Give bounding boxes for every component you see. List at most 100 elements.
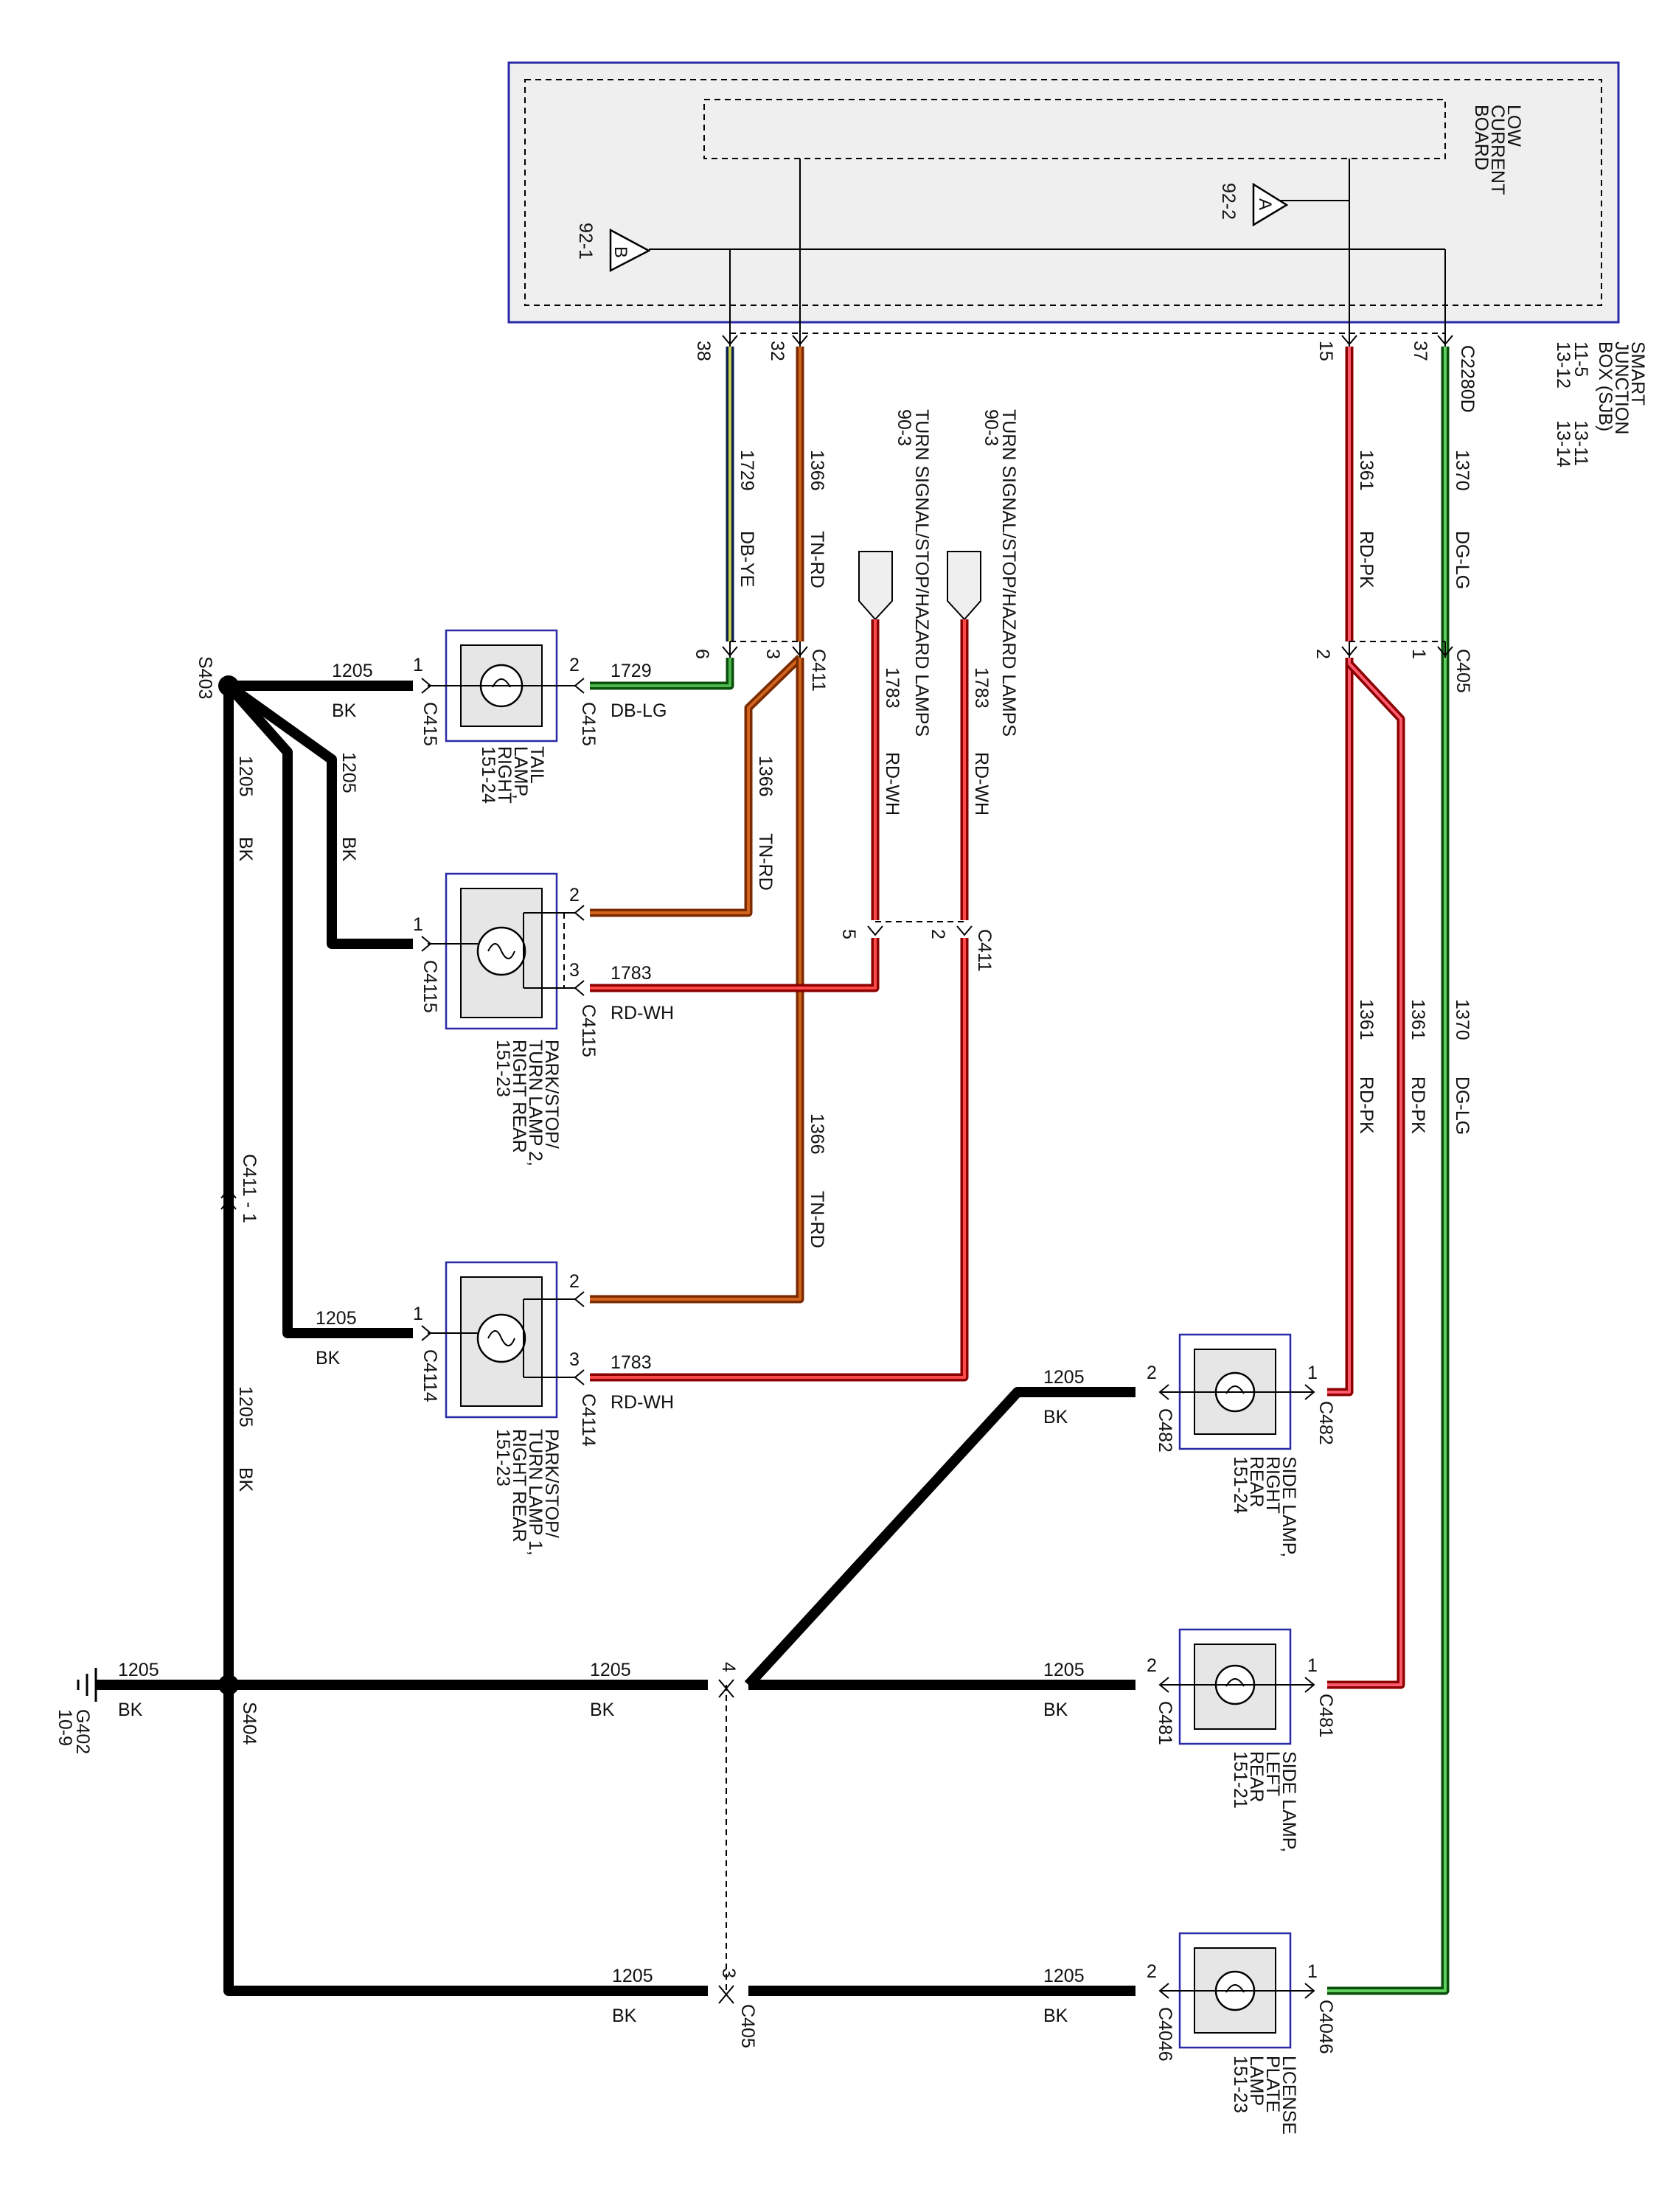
svg-text:2: 2 [1147, 1363, 1157, 1383]
svg-text:5: 5 [838, 929, 859, 939]
svg-text:C405: C405 [737, 2004, 758, 2048]
svg-text:151-24: 151-24 [1230, 1456, 1251, 1514]
svg-text:1729: 1729 [611, 661, 652, 681]
svg-text:TURN SIGNAL/STOP/HAZARD LAMPS: TURN SIGNAL/STOP/HAZARD LAMPS [911, 409, 932, 737]
wire-1370-dg-lg [1327, 347, 1450, 1995]
svg-text:1366: 1366 [807, 450, 827, 491]
svg-text:1361: 1361 [1356, 450, 1377, 491]
svg-text:BK: BK [118, 1700, 143, 1720]
wire-1366-tn-rd-lamp2 [590, 655, 803, 917]
wire-1361-rd-pk-side [1327, 658, 1405, 1689]
svg-text:DG-LG: DG-LG [1452, 531, 1472, 589]
svg-text:C4046: C4046 [1155, 2007, 1175, 2062]
svg-text:REAR: REAR [1246, 1456, 1267, 1507]
gate-a-symbol: A [1252, 182, 1289, 227]
low-current-board-boundary [703, 99, 1446, 159]
svg-text:2: 2 [1312, 649, 1333, 659]
svg-text:1: 1 [1307, 1363, 1318, 1383]
svg-text:1205: 1205 [332, 661, 373, 681]
svg-text:1783: 1783 [611, 963, 652, 984]
svg-text:90-3: 90-3 [981, 409, 1001, 446]
svg-text:13-14: 13-14 [1553, 420, 1573, 467]
svg-text:1729: 1729 [737, 450, 757, 491]
svg-text:151-24: 151-24 [478, 746, 498, 804]
c411-connector-top: 6 3 C411 [692, 641, 829, 692]
ground-wires-bk [96, 681, 1135, 1996]
svg-text:13-12: 13-12 [1553, 341, 1573, 389]
park-stop-turn-lamp-2-right-rear[interactable]: 1 2 3 C4115 C4115 PARK/STOP/ TURN LAMP 2… [413, 872, 599, 1166]
svg-text:BK: BK [235, 1467, 256, 1492]
svg-text:BK: BK [612, 2006, 637, 2026]
license-plate-lamp[interactable]: 2 1 C4046 C4046 LICENSE PLATE LAMP 151-2… [1147, 1932, 1336, 2135]
svg-text:C4115: C4115 [578, 1004, 599, 1057]
svg-text:2: 2 [569, 885, 580, 905]
svg-text:1366: 1366 [755, 756, 776, 797]
svg-text:G402: G402 [72, 1709, 93, 1754]
c405-connector-bottom: 4 3 C405 [718, 1662, 758, 2048]
svg-text:90-3: 90-3 [894, 409, 914, 446]
svg-text:3: 3 [569, 960, 580, 981]
park-stop-turn-lamp-1-right-rear[interactable]: 1 2 3 C4114 C4114 PARK/STOP/ TURN LAMP 1… [413, 1261, 599, 1556]
svg-text:C482: C482 [1155, 1408, 1175, 1453]
svg-text:1: 1 [413, 1304, 423, 1324]
smart-junction-box: LOW CURRENT BOARD A 92-2 B 92-1 SMART JU… [507, 61, 1648, 467]
svg-text:C4115: C4115 [420, 960, 440, 1013]
svg-text:C411: C411 [808, 649, 829, 692]
svg-text:C415: C415 [578, 702, 599, 746]
svg-text:CURRENT: CURRENT [1487, 105, 1508, 195]
svg-text:RD-WH: RD-WH [971, 752, 992, 815]
svg-text:1205: 1205 [1043, 1966, 1085, 1986]
svg-text:RD-PK: RD-PK [1356, 1077, 1377, 1134]
svg-text:2: 2 [569, 1271, 580, 1292]
sjb-pin-15: 15 [1315, 341, 1336, 361]
svg-text:LOW: LOW [1503, 105, 1524, 147]
svg-text:RD-WH: RD-WH [611, 1003, 674, 1023]
svg-text:TURN LAMP 1,: TURN LAMP 1, [525, 1429, 546, 1556]
c411-connector-mid: 5 2 C411 [838, 921, 995, 972]
svg-text:DB-YE: DB-YE [737, 531, 757, 587]
gate-a-ref: 92-2 [1218, 183, 1239, 220]
svg-text:TN-RD: TN-RD [807, 531, 827, 588]
svg-text:2: 2 [1147, 1655, 1157, 1676]
gate-b-ref: 92-1 [575, 223, 596, 260]
svg-text:SIDE LAMP,: SIDE LAMP, [1279, 1456, 1299, 1557]
svg-text:RD-WH: RD-WH [611, 1392, 674, 1413]
svg-text:151-23: 151-23 [1230, 2056, 1251, 2113]
svg-text:C4114: C4114 [420, 1349, 440, 1402]
turn-input-flag-2: TURN SIGNAL/STOP/HAZARD LAMPS 90-3 [894, 409, 981, 737]
tail-lamp-right[interactable]: 1 2 C415 C415 TAIL LAMP, RIGHT 151-24 [413, 629, 599, 804]
svg-text:LEFT: LEFT [1262, 1751, 1283, 1796]
svg-text:RD-PK: RD-PK [1408, 1077, 1428, 1134]
svg-text:C481: C481 [1155, 1701, 1175, 1745]
svg-text:C405: C405 [1453, 649, 1473, 693]
svg-text:RIGHT: RIGHT [1262, 1456, 1283, 1514]
svg-text:A: A [1255, 198, 1275, 210]
svg-text:SMART: SMART [1627, 341, 1648, 406]
side-lamp-right-rear[interactable]: 2 1 C482 C482 SIDE LAMP, RIGHT REAR 151-… [1147, 1333, 1336, 1557]
wire-1366-tn-rd-lamp1 [590, 658, 804, 1304]
turn-input-flag-1: TURN SIGNAL/STOP/HAZARD LAMPS 90-3 [858, 409, 1019, 737]
svg-text:6: 6 [692, 649, 712, 659]
svg-text:C4114: C4114 [578, 1394, 599, 1447]
svg-text:BK: BK [1043, 2006, 1068, 2026]
svg-text:1783: 1783 [971, 667, 992, 709]
svg-text:1361: 1361 [1356, 999, 1377, 1040]
sjb-module-frame [507, 61, 1620, 324]
wire-1783-rd-wh-lamp1 [590, 619, 969, 1382]
svg-text:1205: 1205 [316, 1308, 357, 1329]
svg-text:13-11: 13-11 [1571, 420, 1591, 466]
sjb-pin-38: 38 [693, 341, 714, 361]
svg-text:LICENSE: LICENSE [1279, 2056, 1299, 2135]
side-lamp-left-rear[interactable]: 2 1 C481 C481 SIDE LAMP, LEFT REAR 151-2… [1147, 1628, 1336, 1852]
svg-text:JUNCTION: JUNCTION [1611, 341, 1632, 434]
svg-text:BK: BK [1043, 1700, 1068, 1720]
svg-text:BK: BK [316, 1348, 341, 1368]
sjb-connector-label: C2280D [1457, 345, 1478, 413]
svg-text:4: 4 [718, 1662, 739, 1672]
c405-connector-top: 2 1 C405 [1312, 641, 1473, 693]
svg-text:1205: 1205 [235, 756, 256, 797]
svg-text:C411 - 1: C411 - 1 [239, 1154, 260, 1223]
svg-text:BK: BK [235, 837, 256, 862]
svg-text:1: 1 [413, 914, 423, 935]
svg-text:C4046: C4046 [1315, 2000, 1336, 2054]
